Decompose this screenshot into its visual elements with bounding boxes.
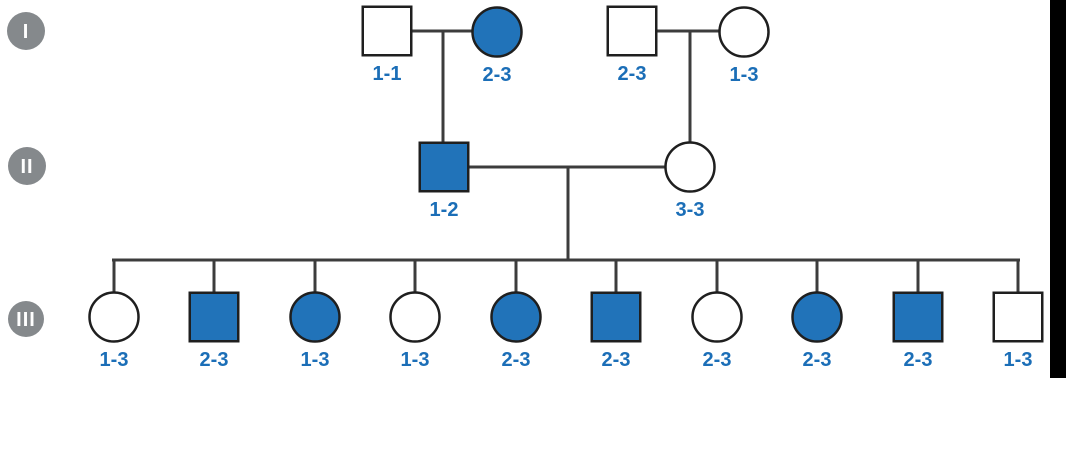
genotype-label: 1-3 bbox=[100, 349, 129, 371]
pedigree-individual-genIII: 1-3 bbox=[88, 291, 140, 371]
generation-badge-numeral: I bbox=[23, 21, 30, 43]
genotype-label: 1-3 bbox=[401, 349, 430, 371]
pedigree-individual-genI: 2-3 bbox=[471, 6, 523, 86]
affected-female-circle bbox=[289, 291, 341, 343]
genotype-label: 2-3 bbox=[502, 349, 531, 371]
generation-badge-II: II bbox=[8, 147, 46, 185]
generation-badge-numeral: III bbox=[16, 309, 36, 331]
pedigree-individual-genIII: 2-3 bbox=[188, 291, 240, 371]
genotype-label: 3-3 bbox=[676, 199, 705, 221]
affected-female-circle bbox=[490, 291, 542, 343]
affected-male-square bbox=[418, 141, 470, 193]
unaffected-male-square bbox=[606, 5, 658, 57]
unaffected-female-circle bbox=[691, 291, 743, 343]
affected-male-square bbox=[892, 291, 944, 343]
genotype-label: 2-3 bbox=[904, 349, 933, 371]
pedigree-individual-genIII: 2-3 bbox=[490, 291, 542, 371]
unaffected-male-square bbox=[361, 5, 413, 57]
generation-badge-III: III bbox=[8, 301, 44, 337]
generation-badge-circle bbox=[8, 147, 46, 185]
pedigree-individual-genIII: 2-3 bbox=[791, 291, 843, 371]
genotype-label: 2-3 bbox=[200, 349, 229, 371]
generation-badge-I: I bbox=[7, 12, 45, 50]
genotype-label: 1-3 bbox=[1004, 349, 1033, 371]
pedigree-individual-genII: 1-2 bbox=[418, 141, 470, 221]
pedigree-individual-genIII: 2-3 bbox=[691, 291, 743, 371]
pedigree-individual-genIII: 1-3 bbox=[289, 291, 341, 371]
unaffected-female-circle bbox=[88, 291, 140, 343]
genotype-label: 2-3 bbox=[703, 349, 732, 371]
unaffected-female-circle bbox=[718, 6, 770, 58]
genotype-label: 1-3 bbox=[730, 64, 759, 86]
genotype-label: 2-3 bbox=[483, 64, 512, 86]
pedigree-individual-genIII: 2-3 bbox=[590, 291, 642, 371]
affected-female-circle bbox=[791, 291, 843, 343]
unaffected-female-circle bbox=[389, 291, 441, 343]
affected-female-circle bbox=[471, 6, 523, 58]
generation-badge-numeral: II bbox=[20, 156, 33, 178]
genotype-label: 2-3 bbox=[618, 63, 647, 85]
genotype-label: 2-3 bbox=[602, 349, 631, 371]
unaffected-male-square bbox=[992, 291, 1044, 343]
generation-badge-circle bbox=[7, 12, 45, 50]
affected-male-square bbox=[188, 291, 240, 343]
pedigree-individual-genIII: 1-3 bbox=[389, 291, 441, 371]
generation-badge-circle bbox=[8, 301, 44, 337]
pedigree-individual-genIII: 1-3 bbox=[992, 291, 1044, 371]
affected-male-square bbox=[590, 291, 642, 343]
pedigree-individual-genI: 1-3 bbox=[718, 6, 770, 86]
genotype-label: 1-1 bbox=[373, 63, 402, 85]
pedigree-individual-genIII: 2-3 bbox=[892, 291, 944, 371]
pedigree-individual-genI: 2-3 bbox=[606, 5, 658, 85]
unaffected-female-circle bbox=[664, 141, 716, 193]
scan-edge-bar bbox=[1050, 0, 1066, 378]
pedigree-individual-genI: 1-1 bbox=[361, 5, 413, 85]
pedigree-individual-genII: 3-3 bbox=[664, 141, 716, 221]
genotype-label: 1-2 bbox=[430, 199, 459, 221]
genotype-label: 2-3 bbox=[803, 349, 832, 371]
genotype-label: 1-3 bbox=[301, 349, 330, 371]
